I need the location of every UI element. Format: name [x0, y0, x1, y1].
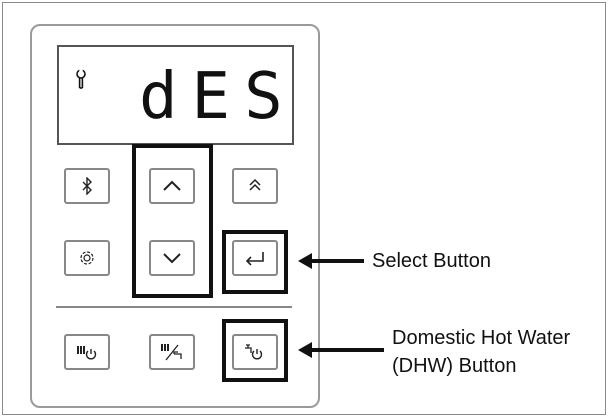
settings-button[interactable]: [64, 240, 110, 276]
radiator-power-icon: [77, 346, 97, 360]
fast-up-button[interactable]: [232, 168, 278, 204]
wrench-icon: [75, 69, 87, 89]
radiator-tap-icon: [161, 344, 182, 361]
bluetooth-button[interactable]: [64, 168, 110, 204]
dhw-button-label-line2: (DHW) Button: [392, 355, 517, 377]
display-readout: dES: [139, 60, 297, 134]
panel-divider: [56, 306, 292, 308]
select-button[interactable]: [232, 240, 278, 276]
lcd-display: dES: [57, 45, 294, 145]
chevron-up-icon: [163, 180, 181, 191]
heating-dhw-mode-button[interactable]: [149, 334, 195, 370]
chevron-down-icon: [163, 253, 181, 264]
gear-icon: [80, 251, 94, 265]
heating-power-button[interactable]: [64, 334, 110, 370]
tap-power-icon: [245, 344, 263, 360]
bluetooth-icon: [82, 177, 92, 195]
figure-frame: [2, 2, 606, 415]
up-button[interactable]: [149, 168, 195, 204]
select-highlight-box: [222, 230, 288, 294]
dhw-callout-arrow: [298, 342, 384, 358]
down-button[interactable]: [149, 240, 195, 276]
double-chevron-up-icon: [249, 178, 261, 191]
dhw-button-label-line1: Domestic Hot Water: [392, 327, 571, 349]
select-callout-arrow: [298, 253, 364, 269]
dhw-power-button[interactable]: [232, 334, 278, 370]
dhw-highlight-box: [222, 319, 288, 382]
select-button-label: Select Button: [372, 250, 491, 272]
up-down-highlight-box: [132, 144, 213, 298]
enter-arrow-icon: [245, 252, 264, 266]
